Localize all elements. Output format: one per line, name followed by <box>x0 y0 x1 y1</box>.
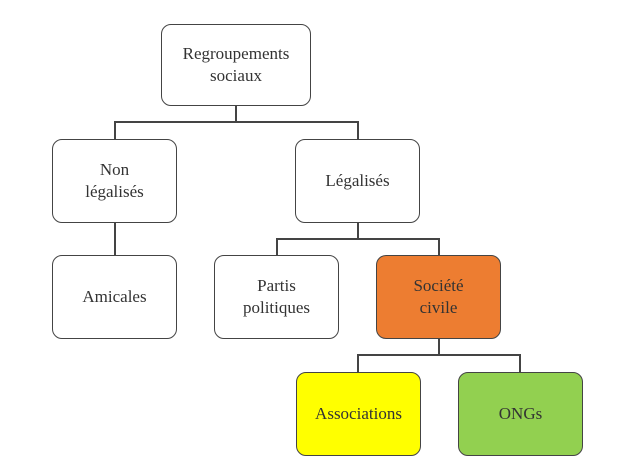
node-label: Associations <box>315 404 402 423</box>
node-ongs: ONGs <box>458 372 583 456</box>
connector-to-non-legalises <box>114 121 116 139</box>
node-label: Partis politiques <box>242 276 311 317</box>
node-legalises: Légalisés <box>295 139 420 223</box>
connector-to-societe-civile <box>438 238 440 255</box>
connector-societe-stem <box>438 338 440 356</box>
node-non-legalises: Non légalisés <box>52 139 177 223</box>
node-partis-politiques: Partis politiques <box>214 255 339 339</box>
node-label: Amicales <box>82 287 147 306</box>
connector-root-stem <box>235 105 237 123</box>
node-societe-civile: Société civile <box>376 255 501 339</box>
connector-legalises-stem <box>357 222 359 240</box>
node-associations: Associations <box>296 372 421 456</box>
connector-to-partis-politiques <box>276 238 278 255</box>
node-amicales: Amicales <box>52 255 177 339</box>
node-label: Regroupements sociaux <box>182 44 290 85</box>
node-label: Société civile <box>413 276 464 317</box>
node-label: Non légalisés <box>85 160 144 201</box>
connector-societe-bar <box>357 354 521 356</box>
node-label: ONGs <box>498 404 543 423</box>
node-regroupements-sociaux: Regroupements sociaux <box>161 24 311 106</box>
node-label: Légalisés <box>325 171 390 190</box>
connector-to-legalises <box>357 121 359 139</box>
connector-to-amicales <box>114 222 116 255</box>
connector-to-ongs <box>519 354 521 372</box>
connector-root-bar <box>114 121 359 123</box>
connector-to-associations <box>357 354 359 372</box>
connector-legalises-bar <box>276 238 440 240</box>
